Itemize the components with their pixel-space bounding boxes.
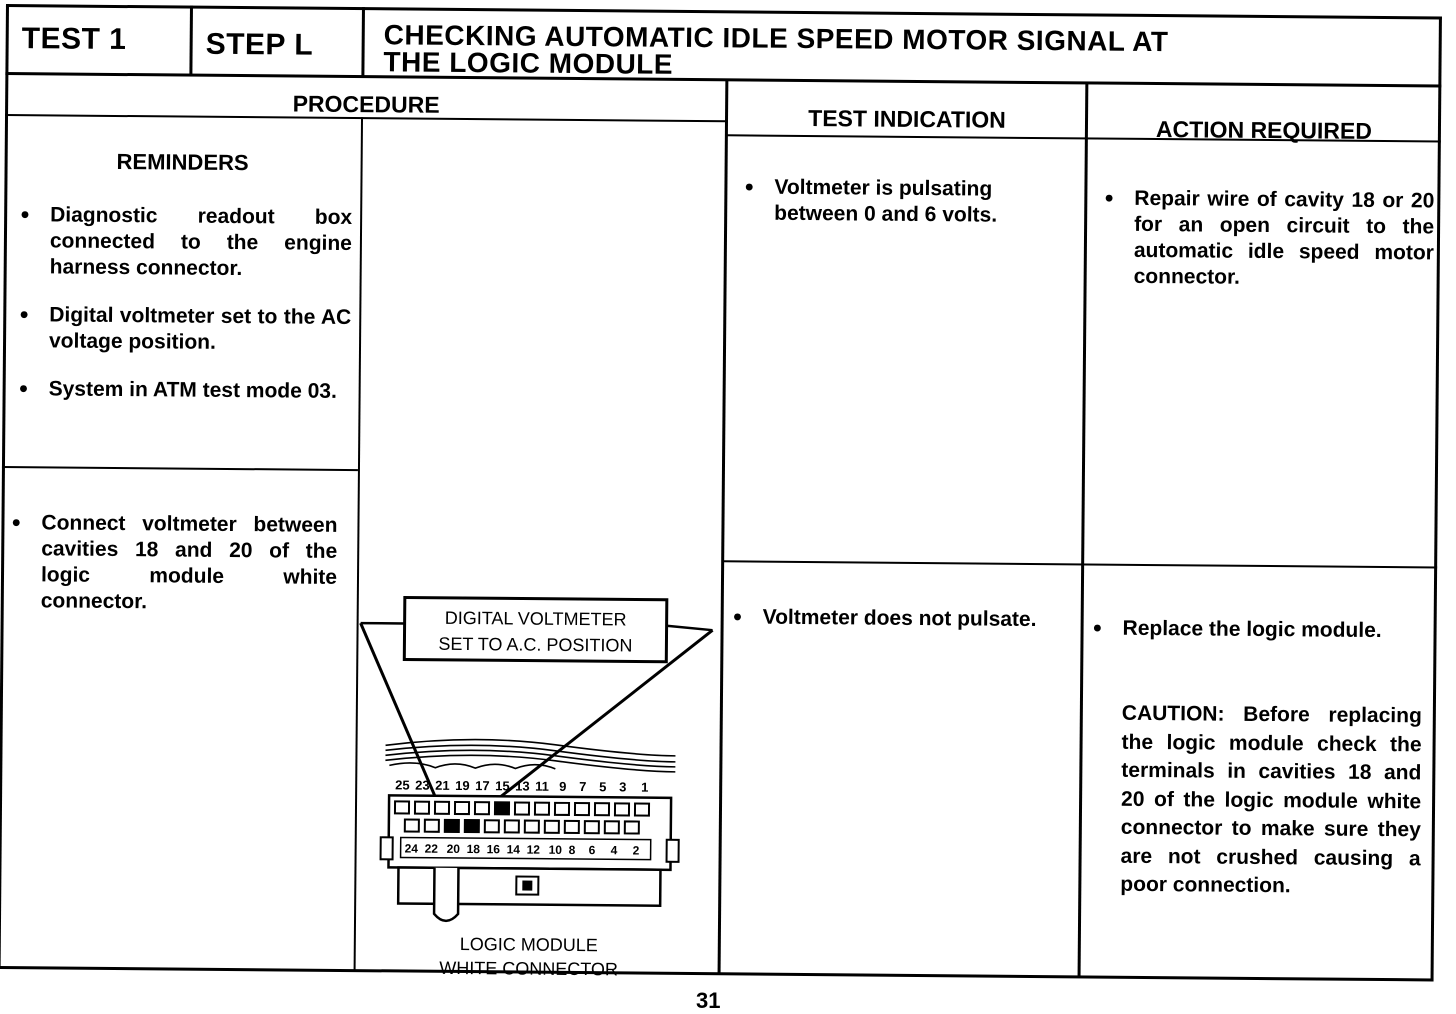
test-indication-heading: TEST INDICATION — [808, 105, 1006, 133]
connector-latch-left — [379, 836, 394, 861]
cavity-label: 20 — [447, 842, 461, 856]
bottom-label-strip — [399, 836, 652, 861]
action-list-fail: Replace the logic module. — [1088, 615, 1422, 666]
bottom-row-labels: 24 22 20 18 16 14 12 10 8 6 4 2 — [405, 842, 640, 858]
indication-item: Voltmeter does not pulsate. — [729, 604, 1059, 633]
page-number: 31 — [696, 988, 721, 1013]
cavity-label: 17 — [475, 778, 490, 793]
connector-tab — [432, 867, 460, 923]
caution-note: CAUTION: Before replacing the logic modu… — [1120, 700, 1422, 902]
cavity-label: 13 — [515, 778, 530, 793]
reminders-title: REMINDERS — [116, 148, 249, 176]
page-title: CHECKING AUTOMATIC IDLE SPEED MOTOR SIGN… — [383, 19, 1423, 84]
step-label: STEP L — [205, 27, 314, 62]
callout-line-2: SET TO A.C. POSITION — [438, 634, 632, 656]
cavity-label: 11 — [535, 779, 549, 794]
cavity-label: 25 — [395, 777, 410, 792]
wire-bundle — [385, 738, 676, 773]
cavity-label: 10 — [549, 843, 563, 857]
reminders-divider — [1, 465, 358, 472]
reminder-item: System in ATM test mode 03. — [15, 376, 351, 405]
cavity-label: 15 — [495, 778, 510, 793]
top-row-labels: 25 23 21 19 17 15 13 11 9 7 5 3 1 — [395, 777, 648, 794]
cavity-label: 16 — [487, 842, 501, 856]
action-col-divider — [1077, 83, 1089, 978]
frame-top — [5, 4, 1442, 20]
reminder-item: Diagnostic readout box connected to the … — [16, 202, 353, 283]
indication-list-pass: Voltmeter is pulsating between 0 and 6 v… — [740, 174, 1071, 251]
reminders-list: Diagnostic readout box connected to the … — [14, 202, 353, 427]
lead-right-stub — [666, 624, 713, 632]
test-label: TEST 1 — [21, 22, 127, 57]
action-item: Replace the logic module. — [1088, 615, 1422, 644]
cavity-row-bottom — [403, 818, 640, 835]
test-procedure-sheet: TEST 1 STEP L CHECKING AUTOMATIC IDLE SP… — [0, 4, 1442, 982]
caution-label: CAUTION: — [1121, 701, 1225, 726]
cavity-label: 9 — [559, 779, 566, 794]
cavity-label: 19 — [455, 778, 470, 793]
cavity-label: 6 — [589, 843, 596, 857]
reminder-item: Digital voltmeter set to the AC voltage … — [15, 302, 351, 357]
callout-line-1: DIGITAL VOLTMETER — [445, 608, 627, 630]
voltmeter-callout-box — [402, 595, 669, 664]
cavity-label: 23 — [415, 778, 430, 793]
procedure-step: Connect voltmeter between cavities 18 an… — [7, 510, 338, 617]
cavity-label: 12 — [527, 843, 541, 857]
cavity-label: 8 — [569, 843, 576, 857]
cavity-label: 7 — [579, 779, 586, 794]
cavity-label: 18 — [467, 842, 481, 856]
indication-item: Voltmeter is pulsating between 0 and 6 v… — [740, 174, 1070, 229]
diagram-caption: LOGIC MODULE WHITE CONNECTOR — [394, 931, 664, 981]
connector-latch-right — [665, 838, 680, 863]
cavity-label: 24 — [405, 842, 419, 856]
action-required-heading: ACTION REQUIRED — [1155, 116, 1373, 144]
cavity-label: 1 — [641, 780, 648, 795]
cavity-label: 4 — [611, 843, 618, 857]
probe-lead-left — [359, 622, 449, 825]
cavity-label: 22 — [425, 842, 439, 856]
connector-lock-fill — [522, 880, 533, 891]
action-item: Repair wire of cavity 18 or 20 for an op… — [1100, 186, 1435, 293]
indication-list-fail: Voltmeter does not pulsate. — [728, 604, 1058, 655]
cavity-label: 14 — [507, 842, 521, 856]
cavity-label: 21 — [435, 778, 450, 793]
frame-right — [1430, 16, 1442, 982]
cavity-row-top — [393, 800, 651, 817]
connector-illustration: DIGITAL VOLTMETER SET TO A.C. POSITION 2… — [359, 595, 714, 923]
cavity-label: 5 — [599, 779, 606, 794]
cavity-label: 3 — [619, 779, 626, 794]
connector-diagram: DIGITAL VOLTMETER SET TO A.C. POSITION 2… — [354, 583, 727, 980]
header-sep-1 — [189, 5, 193, 76]
caption-line-1: LOGIC MODULE — [459, 933, 598, 956]
procedure-step-list: Connect voltmeter between cavities 18 an… — [6, 510, 338, 639]
header-sep-2 — [361, 7, 365, 78]
caution-text: Before replacing the logic module check … — [1120, 702, 1422, 898]
cavity-label: 2 — [633, 844, 640, 858]
action-list-pass: Repair wire of cavity 18 or 20 for an op… — [1099, 186, 1435, 315]
caption-line-2: WHITE CONNECTOR — [439, 957, 619, 980]
